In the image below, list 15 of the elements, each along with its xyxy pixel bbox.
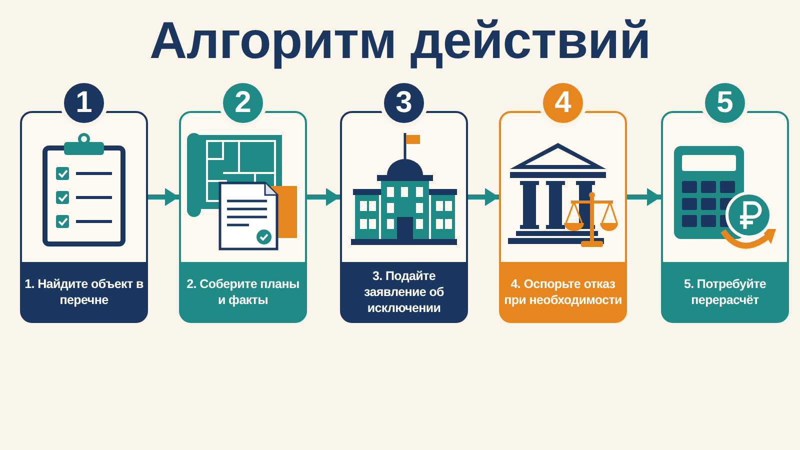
step-label: 3. Подайте заявление об исключении xyxy=(341,262,467,322)
step-number: 1 xyxy=(64,83,104,123)
title: Алгоритм действий xyxy=(148,11,652,72)
arrow xyxy=(468,188,499,206)
arrow xyxy=(627,188,661,206)
step-number: 5 xyxy=(705,83,745,123)
step-label: 5. Потребуйте перерасчёт xyxy=(662,262,788,322)
step-number: 2 xyxy=(223,83,263,123)
step-label: 2. Соберите планы и факты xyxy=(180,262,306,322)
step-label: 1. Найдите объект в перечне xyxy=(21,262,147,322)
arrow xyxy=(307,188,340,206)
step-label: 4. Оспорьте отказ при необходимости xyxy=(500,262,626,322)
step-number: 4 xyxy=(543,83,583,123)
arrow xyxy=(148,188,179,206)
step-number: 3 xyxy=(384,83,424,123)
